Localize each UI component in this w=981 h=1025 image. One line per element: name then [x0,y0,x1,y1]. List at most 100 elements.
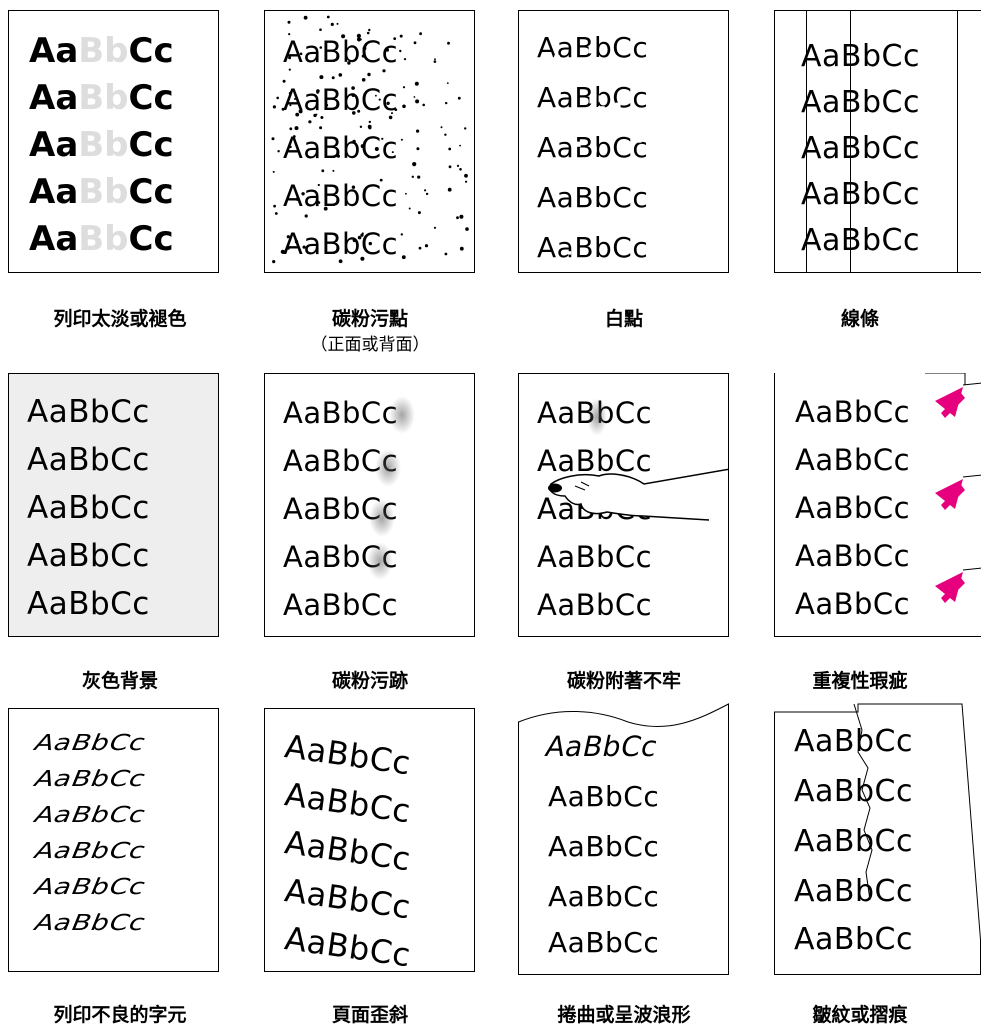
toner-speck [464,127,466,129]
toner-speck [275,212,278,215]
toner-speck [368,125,372,129]
sample-line: AaBbCc [283,227,474,261]
sample-line: AaBbCc [801,39,981,74]
sample-line: AaBbCc [537,396,728,430]
toner-smear-mark [367,542,393,580]
sample-line: AaBbCc [27,586,218,622]
toner-speck [331,23,334,26]
toner-speck [459,215,463,219]
sample-line: AaBbCc [795,491,981,525]
sample-line: AaBbCc [283,396,474,430]
toner-smear-mark [587,398,607,436]
toner-speck [272,260,275,263]
sample-line: AaBbCc [29,172,218,212]
sample-line: AaBbCc [795,443,981,477]
toner-speck [273,171,275,173]
sample-line: AaBbCc [537,31,728,64]
sample-line: AaBbCc [30,911,219,936]
caption-vertical-lines: 線條 [740,304,980,331]
sample-line: AaBbCc [794,922,981,957]
sample-line: AaBbCc [29,125,218,165]
toner-speck [360,126,362,128]
sample-line: AaBbCc [794,824,981,859]
toner-speck [327,16,330,19]
sample-line: AaBbCc [548,780,729,813]
sample-page-gray-background: AaBbCc AaBbCc AaBbCc AaBbCc AaBbCc [8,373,219,637]
sample-line: AaBbCc [29,31,218,71]
sample-line: AaBbCc [537,492,728,526]
sample-line: AaBbCc [537,444,728,478]
toner-speck [332,76,335,79]
caption-loose-toner: 碳粉附著不牢 [504,666,744,693]
sample-line: AaBbCc [794,774,981,809]
caption-wrinkles-creases: 皺紋或摺痕 [740,1000,980,1025]
sample-page-vertical-lines: AaBbCc AaBbCc AaBbCc AaBbCc AaBbCc [774,10,981,273]
sample-line: AaBbCc [542,730,732,763]
toner-speck [368,126,371,129]
sample-line: AaBbCc [548,926,729,959]
toner-speck [464,174,468,178]
vertical-line-defect [806,11,807,272]
toner-speck [339,73,343,77]
toner-speck [382,69,385,72]
sample-line: AaBbCc [548,830,729,863]
toner-smear-mark [369,499,395,537]
vertical-line-defect [850,11,851,272]
sample-line: AaBbCc [27,394,218,430]
toner-speck [304,16,308,20]
toner-speck [276,97,279,100]
sample-line: AaBbCc [537,540,728,574]
caption-toner-specks: 碳粉污點 [250,304,490,331]
sample-line: AaBbCc [537,231,728,264]
toner-speck [412,176,414,178]
toner-speck [273,105,276,108]
sample-line: AaBbCc [30,875,219,900]
toner-speck [308,120,311,123]
sample-line: AaBbCc [283,35,474,69]
finger-crease [575,482,589,490]
caption-gray-background: 灰色背景 [0,666,240,693]
sample-line: AaBbCc [795,587,981,621]
toner-speck [449,165,452,168]
sample-line: AaBbCc [537,588,728,622]
toner-speck [319,126,322,129]
sample-line: AaBbCc [548,880,729,913]
toner-speck [319,28,322,31]
toner-speck [277,150,279,152]
sample-line: AaBbCc [537,131,728,164]
sample-line: AaBbCc [27,490,218,526]
sample-line: AaBbCc [283,179,474,213]
sample-page-loose-toner: AaBbCc AaBbCc AaBbCc AaBbCc AaBbCc [518,373,729,637]
sample-line: AaBbCc [801,177,981,212]
toner-speck [272,137,275,140]
toner-smear-mark [375,449,401,487]
toner-speck [362,78,366,82]
caption-page-skew: 頁面歪斜 [250,1000,490,1025]
sample-page-skew: AaBbCc AaBbCc AaBbCc AaBbCc AaBbCc [264,708,475,972]
toner-speck [368,29,370,31]
caption-dropouts: 白點 [504,304,744,331]
toner-speck [305,214,308,217]
sample-line: AaBbCc [30,803,219,828]
caption-curl-wave: 捲曲或呈波浪形 [504,1000,744,1025]
toner-speck [288,21,291,24]
toner-speck [367,73,370,76]
sample-line: AaBbCc [283,131,474,165]
sample-page-repetitive-defects: AaBbCc AaBbCc AaBbCc AaBbCc AaBbCc [774,373,981,637]
sample-page-toner-smear: AaBbCc AaBbCc AaBbCc AaBbCc AaBbCc [264,373,475,637]
sample-page-dropouts: AaBbCc AaBbCc AaBbCc AaBbCc AaBbCc [518,10,729,273]
sample-line: AaBbCc [795,395,981,429]
sample-line: AaBbCc [29,219,218,259]
toner-speck [321,169,324,172]
sample-line: AaBbCc [801,85,981,120]
sample-line: AaBbCc [283,83,474,117]
sample-page-toner-specks: AaBbCc AaBbCc AaBbCc AaBbCc AaBbCc [264,10,475,273]
sample-page-wrinkles: AaBbCc AaBbCc AaBbCc AaBbCc AaBbCc [774,700,981,975]
toner-smear-mark [389,396,415,434]
toner-speck [332,170,334,172]
sample-line: AaBbCc [537,181,728,214]
caption-light-print: 列印太淡或褪色 [0,304,240,331]
sample-line: AaBbCc [537,81,728,114]
sample-line: AaBbCc [27,442,218,478]
